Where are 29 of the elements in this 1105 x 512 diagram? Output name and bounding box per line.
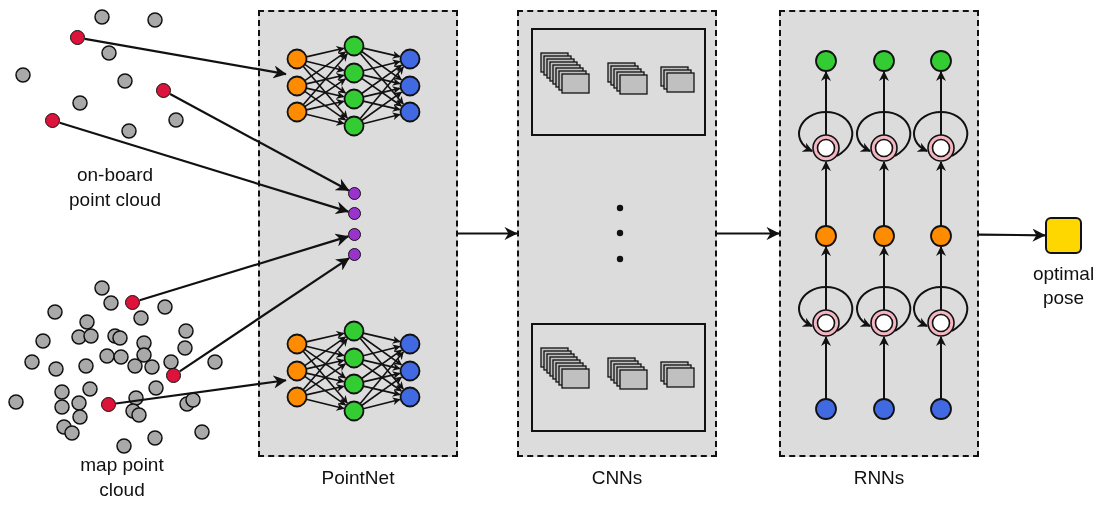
panel-title: RNNs	[852, 467, 906, 489]
cnn-box	[531, 28, 706, 136]
arrow	[84, 37, 287, 79]
node-caption: optimal pose	[1031, 262, 1096, 310]
arrow	[169, 93, 350, 192]
point-circle	[348, 207, 361, 220]
arrow	[458, 226, 518, 241]
panel-title: CNNs	[590, 467, 644, 489]
cnn-box	[531, 323, 706, 432]
cloud-label: on-board point cloud	[68, 163, 162, 212]
point-circle	[166, 368, 181, 383]
point-circle	[348, 228, 361, 241]
point-circle	[70, 30, 85, 45]
arrow	[139, 233, 349, 302]
point-circle	[101, 397, 116, 412]
cloud-label: map point cloud	[79, 453, 165, 502]
arrow	[115, 375, 287, 405]
arrow	[979, 228, 1046, 242]
neural-network-drawing	[286, 319, 422, 423]
point-circle	[156, 83, 171, 98]
panel-title: PointNet	[320, 467, 396, 489]
point-circle	[45, 113, 60, 128]
arrow	[59, 121, 349, 215]
point-circle	[348, 248, 361, 261]
point-circle	[125, 295, 140, 310]
arrow	[717, 226, 780, 241]
neural-network-drawing	[286, 34, 422, 138]
point-circle	[348, 187, 361, 200]
arrow	[179, 257, 350, 373]
